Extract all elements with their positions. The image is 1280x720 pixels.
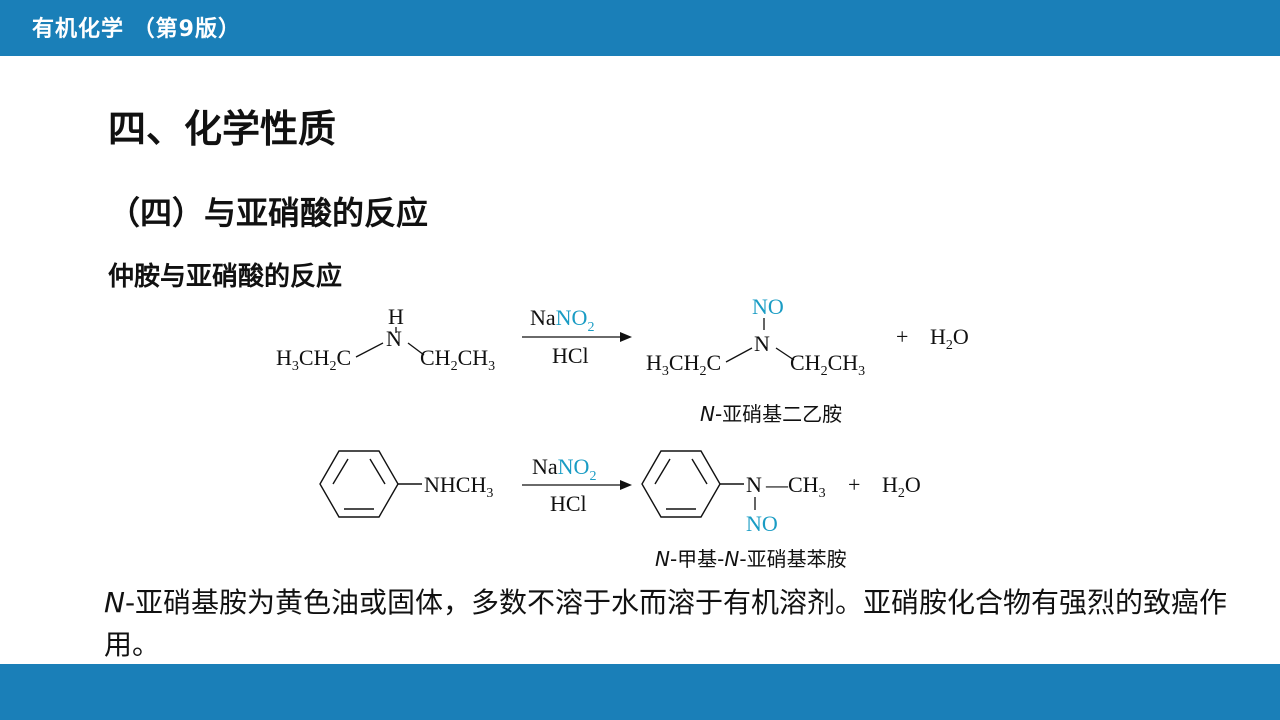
reaction1-reactant: H3CH2C H N CH2CH3 (276, 304, 495, 374)
description-paragraph: N-亚硝基胺为黄色油或固体，多数不溶于水而溶于有机溶剂。亚硝胺化合物有强烈的致癌… (104, 586, 1228, 661)
reagent2-top: NaNO2 (532, 454, 596, 484)
plus-sign-2: + (848, 472, 860, 497)
reaction2-product: N —CH3 NO + H2O (641, 450, 921, 536)
reactant1-left-group: H3CH2C (276, 345, 351, 374)
arrowhead-1 (620, 332, 632, 342)
product2-no: NO (746, 511, 778, 536)
product1-n: N (754, 331, 770, 356)
bond-left (355, 342, 384, 358)
bond-right-2 (775, 347, 795, 361)
section-heading: 四、化学性质 (108, 107, 337, 151)
reaction2-arrow: NaNO2 HCl (522, 454, 632, 516)
product2-n: N (746, 472, 762, 497)
product2-caption: N-甲基-N-亚硝基苯胺 (655, 547, 847, 571)
bond-right (407, 342, 425, 356)
product2-methyl: —CH3 (765, 472, 826, 501)
bond-left-2 (725, 347, 753, 363)
reactant2-group: NHCH3 (424, 472, 493, 501)
subsection-heading: （四）与亚硝酸的反应 (108, 194, 429, 232)
arrowhead-2 (620, 480, 632, 490)
reaction-diagram: H3CH2C H N CH2CH3 NaNO2 HCl NO N H3CH2C … (276, 294, 969, 536)
reaction2-reactant: NHCH3 (319, 450, 493, 518)
plus-sign-1: + (896, 324, 908, 349)
book-title: 有机化学 （第9版） (32, 17, 241, 42)
product1-left-group: H3CH2C (646, 350, 721, 379)
title-bar: 有机化学 （第9版） (0, 0, 1280, 56)
reaction1-arrow: NaNO2 HCl (522, 305, 632, 368)
reactant1-n: N (386, 326, 402, 351)
water-2: H2O (882, 472, 921, 501)
product1-right-group: CH2CH3 (790, 350, 865, 379)
reaction1-product: NO N H3CH2C CH2CH3 + H2O (646, 294, 969, 379)
topic-heading: 仲胺与亚硝酸的反应 (108, 262, 343, 292)
reagent1-top: NaNO2 (530, 305, 594, 335)
reagent1-bottom: HCl (552, 343, 589, 368)
product1-caption: N-亚硝基二乙胺 (700, 402, 843, 426)
benzene-ring-1 (319, 450, 399, 518)
footer-bar (0, 664, 1280, 720)
reagent2-bottom: HCl (550, 491, 587, 516)
product1-no: NO (752, 294, 784, 319)
reactant1-right-group: CH2CH3 (420, 345, 495, 374)
reactant1-h: H (388, 304, 404, 329)
water-1: H2O (930, 324, 969, 353)
benzene-ring-2 (641, 450, 721, 518)
